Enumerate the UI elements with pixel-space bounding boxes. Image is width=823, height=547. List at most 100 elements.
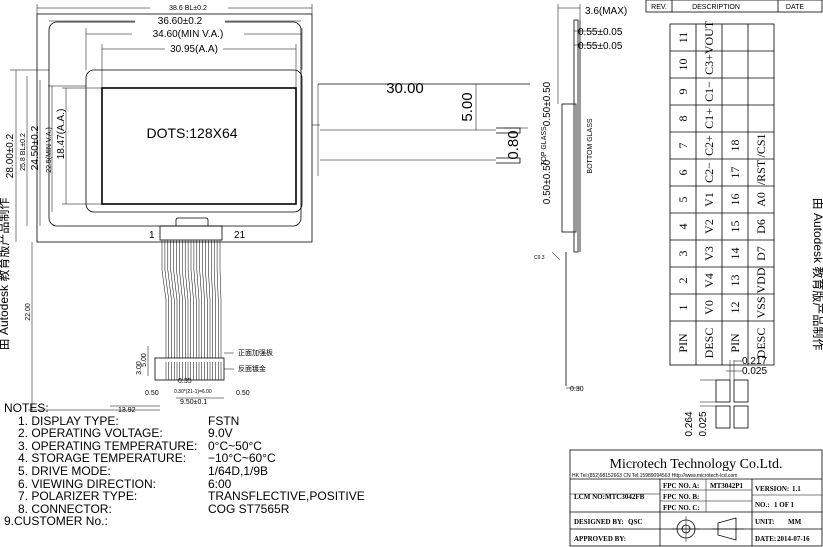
fpc-b-label: FPC NO. B: (663, 493, 699, 501)
top-glass (561, 103, 577, 233)
dim-fpc-side-width: 5.00 (459, 92, 476, 121)
dim-fpc-side-length: 30.00 (386, 80, 424, 97)
dim-fpc-thk: 0.30 (570, 386, 584, 393)
fpc-c-label: FPC NO. C: (663, 504, 700, 512)
pin-desc: C1− (702, 81, 716, 102)
fpc-a-value: MT3042P1 (710, 482, 744, 490)
pad-d (733, 405, 749, 429)
fpc-bend-bottom (496, 157, 521, 164)
note-key: 9.CUSTOMER No.: (4, 514, 108, 529)
pin-desc: VDD (754, 267, 768, 293)
bottom-glass-label: BOTTOM GLASS (587, 118, 594, 173)
fpc-trace (182, 240, 186, 358)
dim-pad-w: 0.217 (742, 356, 767, 367)
fpc-trace (208, 240, 211, 358)
note-key: 6. VIEWING DIRECTION: (18, 476, 157, 491)
dim-fpc-side-thickness: 0.80 (505, 130, 522, 159)
viewing-area (85, 69, 303, 213)
fpc-note-back: 反面镀金 (238, 364, 266, 373)
fpc-note-front: 正面加强板 (238, 348, 273, 357)
company-contact: HK Tel:(852)98152663 CN Tel:15989094563 … (572, 473, 737, 479)
fpc-trace (170, 240, 175, 358)
note-key: 2. OPERATING VOLTAGE: (18, 426, 163, 441)
top-glass-label: TOP GLASS (541, 126, 548, 166)
dim-va-width: 34.60(MIN V.A.) (153, 29, 224, 40)
note-key: 5. DRIVE MODE: (18, 463, 111, 478)
dim-bezel-width: 38.6 BL±0.2 (169, 5, 207, 12)
dim-pad-h: 0.264 (684, 411, 695, 436)
dim-fpc-total: 13.92 (118, 407, 136, 414)
pad-detail: 0.217 0.025 0.264 0.025 (684, 356, 767, 437)
pin-row-label: PIN (728, 333, 742, 353)
pin-1-label: 1 (149, 230, 155, 241)
pin-desc: V3 (702, 246, 716, 261)
note-key: 1. DISPLAY TYPE: (18, 413, 119, 428)
note-item: 8. CONNECTOR: COG ST7565R (4, 503, 384, 516)
pin-desc: V0 (702, 300, 716, 315)
dim-aa-height: 18.47(A.A.) (56, 109, 67, 160)
designed-label: DESIGNED BY: (574, 518, 624, 526)
fpc-trace (190, 240, 194, 358)
pin-number: 15 (728, 221, 742, 233)
pin-desc: V2 (702, 219, 716, 234)
pin-desc: VOUT (702, 20, 716, 54)
pin-desc: C1+ (702, 108, 716, 129)
pin-desc: VSS (754, 296, 768, 318)
dim-fpc-stiffener: 0.35 (178, 378, 192, 385)
active-area (101, 87, 297, 205)
note-value: −10°C~60°C (208, 451, 276, 466)
rev-header-date: DATE (786, 4, 804, 11)
pin-number: 6 (676, 170, 690, 176)
pad-a (715, 379, 731, 403)
display-dots-label: DOTS:128X64 (146, 125, 237, 141)
dim-pad-gap-y: 0.025 (698, 411, 709, 436)
pin-desc: C2+ (702, 135, 716, 156)
fpc-trace (211, 240, 213, 358)
front-view: DOTS:128X64 38.6 BL±0.2 36.60±0.2 34.60(… (5, 3, 313, 414)
fpc-trace (173, 240, 178, 358)
fpc-header (159, 225, 223, 241)
fpc-trace (161, 240, 167, 358)
version-value: 1.1 (792, 485, 801, 493)
pin-desc: C3+ (702, 54, 716, 75)
rev-header-rev: REV. (651, 4, 667, 11)
pin-desc: D6 (754, 219, 768, 234)
watermark-left: 由 Autodesk 教育版产品制作 (0, 198, 11, 351)
pad-b (733, 379, 749, 403)
pin-number: 8 (676, 116, 690, 122)
note-value: 0°C~50°C (208, 438, 262, 453)
dim-module-height: 28.00±0.2 (5, 133, 16, 178)
unit-label: UNIT: (755, 518, 774, 526)
designed-value: QSC (628, 518, 642, 526)
dim-fpc-span: 9.50±0.1 (180, 399, 207, 406)
dim-side-top: 0.50±0.50 (542, 81, 553, 126)
note-key: 8. CONNECTOR: (18, 501, 112, 516)
fpc-trace (187, 240, 191, 358)
dim-pad-gap-x: 0.025 (742, 366, 767, 377)
fpc-trace (164, 240, 169, 358)
fpc-trace (176, 240, 180, 358)
note-value: 1/64D,1/9B (208, 463, 269, 478)
dim-bezel-height: 25.8 BL±0.2 (20, 133, 27, 171)
pin-desc: V4 (702, 273, 716, 288)
fpc-stiffener (154, 357, 225, 381)
pin-number: 13 (728, 275, 742, 287)
pin-row-label: PIN (676, 333, 690, 353)
fpc-trace (196, 240, 200, 358)
fpc-trace (213, 240, 216, 358)
note-key: 4. STORAGE TEMPERATURE: (18, 451, 187, 466)
dim-glass-bottom: 0.55±0.05 (578, 41, 623, 52)
pin-number: 12 (728, 302, 742, 314)
note-item: 3. OPERATING TEMPERATURE:0°C~50°C (4, 440, 384, 453)
note-value: COG ST7565R (208, 501, 290, 516)
fpc-trace (205, 240, 208, 358)
pin-number: 9 (676, 89, 690, 95)
fpc-trace (219, 240, 222, 358)
fpc-traces (161, 240, 222, 358)
version-label: VERSION: (755, 485, 789, 493)
side-view: TOP GLASS BOTTOM GLASS 0.50±0.50 0.50±0.… (312, 4, 627, 393)
